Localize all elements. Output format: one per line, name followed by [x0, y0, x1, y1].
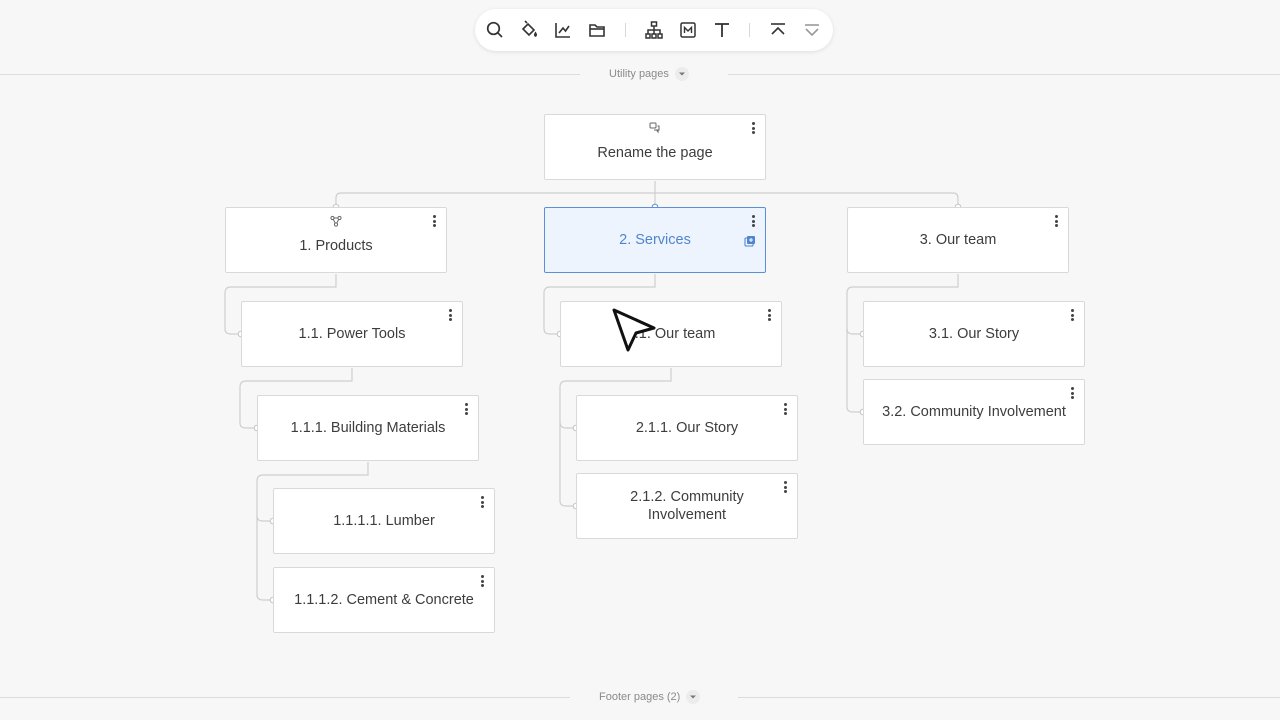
page-card-our-team[interactable]: 3. Our team: [847, 207, 1069, 273]
share-nodes-icon: [330, 215, 342, 227]
toolbar-divider: [625, 23, 626, 37]
page-card-services[interactable]: 2. Services: [544, 207, 766, 273]
utility-pages-section: Utility pages: [609, 67, 689, 81]
fill-color-button[interactable]: [516, 17, 542, 43]
markdown-icon: [680, 22, 696, 38]
more-vertical-icon[interactable]: [462, 402, 470, 416]
page-card-title: 1. Products: [299, 238, 373, 254]
more-vertical-icon[interactable]: [1068, 308, 1076, 322]
page-card-cement-concrete[interactable]: 1.1.1.2. Cement & Concrete: [273, 567, 495, 633]
toolbar: [475, 9, 833, 51]
page-card-title: 2.1.2. Community Involvement: [630, 489, 744, 523]
duplicate-icon[interactable]: [744, 235, 756, 247]
page-card-power-tools[interactable]: 1.1. Power Tools: [241, 301, 463, 367]
page-card-title: 1.1.1.1. Lumber: [333, 513, 435, 529]
expand-down-icon: [805, 24, 819, 37]
page-card-title: 1.1.1.2. Cement & Concrete: [294, 592, 474, 608]
page-card-title: 2.1. Our team: [626, 326, 716, 342]
toolbar-divider: [749, 23, 750, 37]
chevron-down-icon: [678, 72, 685, 76]
collapse-up-icon: [771, 23, 785, 35]
page-card-team-community[interactable]: 3.2. Community Involvement: [863, 379, 1085, 445]
page-card-title: 3.2. Community Involvement: [882, 404, 1066, 420]
line-chart-icon: [555, 23, 570, 38]
more-vertical-icon[interactable]: [1052, 214, 1060, 228]
page-card-title: 2.1.1. Our Story: [635, 420, 739, 436]
page-card-root[interactable]: Rename the page: [544, 114, 766, 180]
search-icon: [486, 21, 503, 38]
more-vertical-icon[interactable]: [749, 214, 757, 228]
page-card-team-our-story[interactable]: 3.1. Our Story: [863, 301, 1085, 367]
footer-pages-section: Footer pages (2): [599, 690, 701, 704]
footer-pages-label: Footer pages (2): [599, 691, 681, 703]
utility-pages-label: Utility pages: [609, 68, 669, 80]
section-divider: [728, 74, 1280, 75]
section-divider: [0, 74, 580, 75]
page-card-title: Rename the page: [597, 145, 713, 161]
more-vertical-icon[interactable]: [781, 480, 789, 494]
paint-bucket-icon: [521, 20, 538, 37]
more-vertical-icon[interactable]: [765, 308, 773, 322]
page-card-title: 2. Services: [619, 232, 691, 248]
more-vertical-icon[interactable]: [430, 214, 438, 228]
collapse-up-button[interactable]: [765, 17, 791, 43]
chart-button[interactable]: [550, 17, 576, 43]
page-card-services-community[interactable]: 2.1.2. Community Involvement: [576, 473, 798, 539]
more-vertical-icon[interactable]: [478, 574, 486, 588]
chat-bubbles-icon: [649, 122, 660, 134]
page-card-building-materials[interactable]: 1.1.1. Building Materials: [257, 395, 479, 461]
page-card-title: 1.1. Power Tools: [298, 326, 406, 342]
section-divider: [0, 697, 570, 698]
section-divider: [738, 697, 1280, 698]
page-card-title: 3.1. Our Story: [928, 326, 1020, 342]
more-vertical-icon[interactable]: [446, 308, 454, 322]
page-card-products[interactable]: 1. Products: [225, 207, 447, 273]
more-vertical-icon[interactable]: [478, 495, 486, 509]
folder-icon: [589, 24, 605, 37]
search-button[interactable]: [482, 17, 508, 43]
more-vertical-icon[interactable]: [1068, 386, 1076, 400]
page-card-title: 3. Our team: [919, 232, 997, 248]
expand-down-button[interactable]: [799, 17, 825, 43]
folder-button[interactable]: [584, 17, 610, 43]
sitemap-icon: [645, 21, 663, 39]
page-card-title: 1.1.1. Building Materials: [290, 420, 446, 436]
page-card-lumber[interactable]: 1.1.1.1. Lumber: [273, 488, 495, 554]
utility-pages-toggle[interactable]: [674, 67, 689, 81]
text-button[interactable]: [709, 17, 735, 43]
more-vertical-icon[interactable]: [749, 121, 757, 135]
footer-pages-toggle[interactable]: [686, 690, 701, 704]
page-card-services-our-team[interactable]: 2.1. Our team: [560, 301, 782, 367]
page-card-services-our-story[interactable]: 2.1.1. Our Story: [576, 395, 798, 461]
chevron-down-icon: [690, 695, 697, 699]
more-vertical-icon[interactable]: [781, 402, 789, 416]
text-icon: [715, 23, 729, 37]
markdown-button[interactable]: [675, 17, 701, 43]
sitemap-button[interactable]: [641, 17, 667, 43]
